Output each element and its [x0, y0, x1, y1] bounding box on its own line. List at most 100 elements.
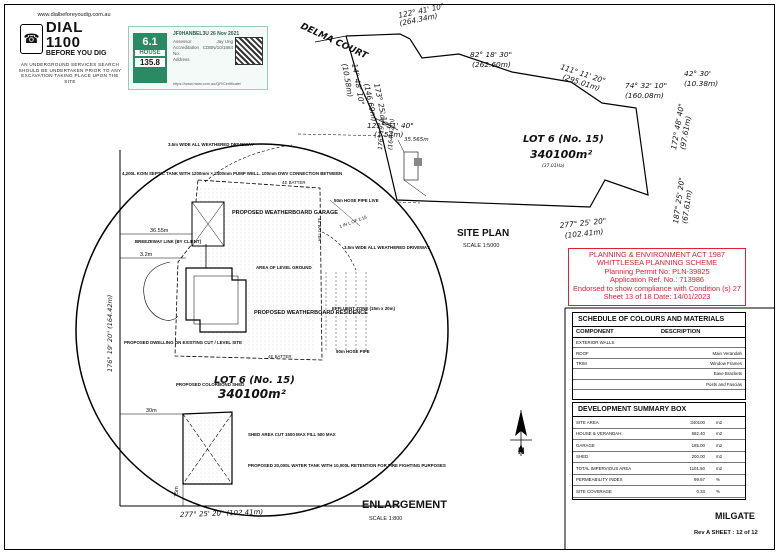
table-row: ROOF Main Verandah: [573, 347, 745, 359]
bearing-5-dist: (10.38m): [684, 79, 718, 88]
planning-endorsement-stamp: PLANNING & ENVIRONMENT ACT 1987 WHITTLES…: [568, 248, 746, 306]
component-cell: EXTERIOR WALLS: [573, 337, 658, 349]
bearing-12-dist: (164.42m): [387, 118, 396, 150]
summary-value: 99.67: [670, 474, 713, 486]
summary-value: 185.00: [670, 439, 713, 452]
enl-bearing-bottom: 277° 25' 20" (102.41m): [180, 508, 264, 519]
summary-label: GARAGE: [573, 439, 671, 452]
stamp-line: Planning Permit No: PLN-39825: [604, 266, 710, 276]
bearing-2: 82° 18' 30": [470, 50, 512, 59]
property-boundary: [345, 33, 649, 208]
summary-value: 200.00: [670, 451, 713, 463]
street-name: DELMA COURT: [299, 22, 370, 62]
dial-before-you-dig-logo: www.dialbeforeyoudig.com.au ☎ DIAL 1100 …: [20, 12, 118, 57]
shed-hatch: [183, 414, 232, 484]
table-row: TRIM Window Frames: [573, 358, 745, 370]
enl-lot-label: LOT 6 (No. 15): [214, 375, 295, 386]
hose-leader: [329, 199, 361, 227]
summary-unit: m2: [713, 451, 745, 463]
project-name: MILGATE: [715, 511, 755, 521]
summary-label: SITE AREA: [573, 417, 671, 429]
stamp-line: PLANNING & ENVIRONMENT ACT 1987: [588, 250, 726, 259]
callout-leader-bottom: [397, 201, 421, 204]
boundary-splay: [374, 117, 399, 131]
bearing-11-dist: (1.54m): [374, 130, 404, 139]
stamp-line: WHITTLESEA PLANNING SCHEME: [596, 258, 718, 268]
garage-roof-line-2: [191, 201, 225, 247]
house-label: HOUSE: [135, 50, 165, 56]
lot-area: 340100m²: [530, 148, 592, 161]
summary-value: 340100: [670, 417, 713, 429]
note-batter-side: 4E BATTER: [317, 218, 322, 242]
note-residence: PROPOSED WEATHERBOARD RESIDENCE: [254, 310, 368, 316]
enlargement-title: ENLARGEMENT: [362, 499, 447, 511]
stamp-line: Application Ref. No.: 713986: [609, 275, 705, 285]
note-dwelling-cut: PROPOSED DWELLING ON EXISTING CUT / LEVE…: [124, 340, 242, 345]
development-summary-title: DEVELOPMENT SUMMARY BOX: [573, 403, 745, 417]
note-shed: PROPOSED COLORBOND SHED: [176, 382, 244, 387]
summary-unit: m2: [713, 462, 745, 475]
phone-icon: ☎: [20, 23, 43, 54]
site-plan-scale: SCALE 1:5000: [463, 243, 500, 249]
small-building-fill: [414, 158, 422, 166]
detail-line: [403, 179, 427, 197]
table-row: Posts and Fascias: [573, 379, 745, 390]
dim-35m: 35.565m: [404, 137, 429, 143]
energy-rating-certificate: 6.1 HOUSE 135.8 JF0HANBEL3U 26 Nov 2021 …: [128, 26, 268, 90]
note-hose-pipe: 50m HOSE PIPE LIVE: [334, 198, 379, 203]
item-cell: Window Frames: [657, 358, 745, 370]
note-effluent: EFFLUENT ZONE (15m x 20m): [332, 306, 395, 311]
component-cell: TRIM: [573, 358, 658, 370]
summary-label: HOUSE & VERANDAH: [573, 428, 671, 440]
note-hose-pipe-bottom: 50m HOSE PIPE: [336, 349, 370, 354]
callout-leader-top: [297, 133, 393, 137]
enlargement-scale: SCALE 1:800: [369, 516, 403, 522]
summary-unit: %: [713, 474, 745, 486]
summary-unit: m2: [713, 428, 745, 440]
component-cell: [573, 368, 658, 380]
qr-code-icon: [235, 37, 263, 65]
effluent-zone-lines: [325, 272, 367, 350]
colours-schedule-title: SCHEDULE OF COLOURS AND MATERIALS: [573, 313, 745, 327]
residence-roof-line: [193, 275, 239, 325]
note-driveway-right: 3.5m WIDE ALL WEATHERED DRIVEWAY: [344, 245, 430, 250]
bearing-5: 42° 30': [684, 69, 711, 78]
item-cell: Eave Brackets: [657, 368, 745, 380]
summary-unit: m2: [713, 417, 745, 429]
stamp-line: Sheet 13 of 18 Date: 14/01/2023: [603, 292, 711, 302]
note-breezeway: BREEZEWAY LINK (BY CLIENT): [135, 239, 202, 244]
colours-schedule-grid: COMPONENT DESCRIPTION EXTERIOR WALLS ROO…: [573, 327, 745, 390]
bearing-8-dist: (102.41m): [564, 227, 604, 240]
summary-value: 0.33: [670, 485, 713, 498]
note-batter-top: 4E BATTER: [282, 180, 306, 185]
item-cell: Posts and Fascias: [657, 379, 745, 390]
dbyd-brand-block: ☎ DIAL 1100 BEFORE YOU DIG: [20, 20, 118, 57]
sheet-reference: Rev A SHEET : 12 of 12: [694, 530, 758, 536]
note-septic: 4,200L KOIN SEPTIC TANK WITH 1200mm × 24…: [122, 171, 342, 176]
item-cell: Main Verandah: [657, 347, 745, 359]
dbyd-warning: AN UNDERGROUND SERVICES SEARCH SHOULD BE…: [18, 62, 122, 84]
bearing-12: 176° 19' 20": [377, 112, 387, 151]
note-water-tank: PROPOSED 20,000L WATER TANK WITH 10,000L…: [248, 463, 446, 468]
note-driveway-top: 3.5m WIDE ALL WEATHERED DRIVEWAY: [168, 142, 254, 147]
dim-30m: 30m: [146, 408, 157, 414]
residence-outline: [185, 267, 247, 333]
certificate-link: https://www.hstar.com.au/QR/Certificate/: [173, 82, 242, 86]
table-row: EXTERIOR WALLS: [573, 337, 745, 349]
summary-label: PERMEABILITY INDEX: [573, 474, 671, 486]
lot-label: LOT 6 (No. 15): [523, 134, 604, 145]
certificate-row: Accreditation No.CDBN/10/1884: [173, 45, 233, 56]
certificate-row: Address: [173, 57, 190, 62]
summary-value: 1101.50: [670, 462, 713, 475]
